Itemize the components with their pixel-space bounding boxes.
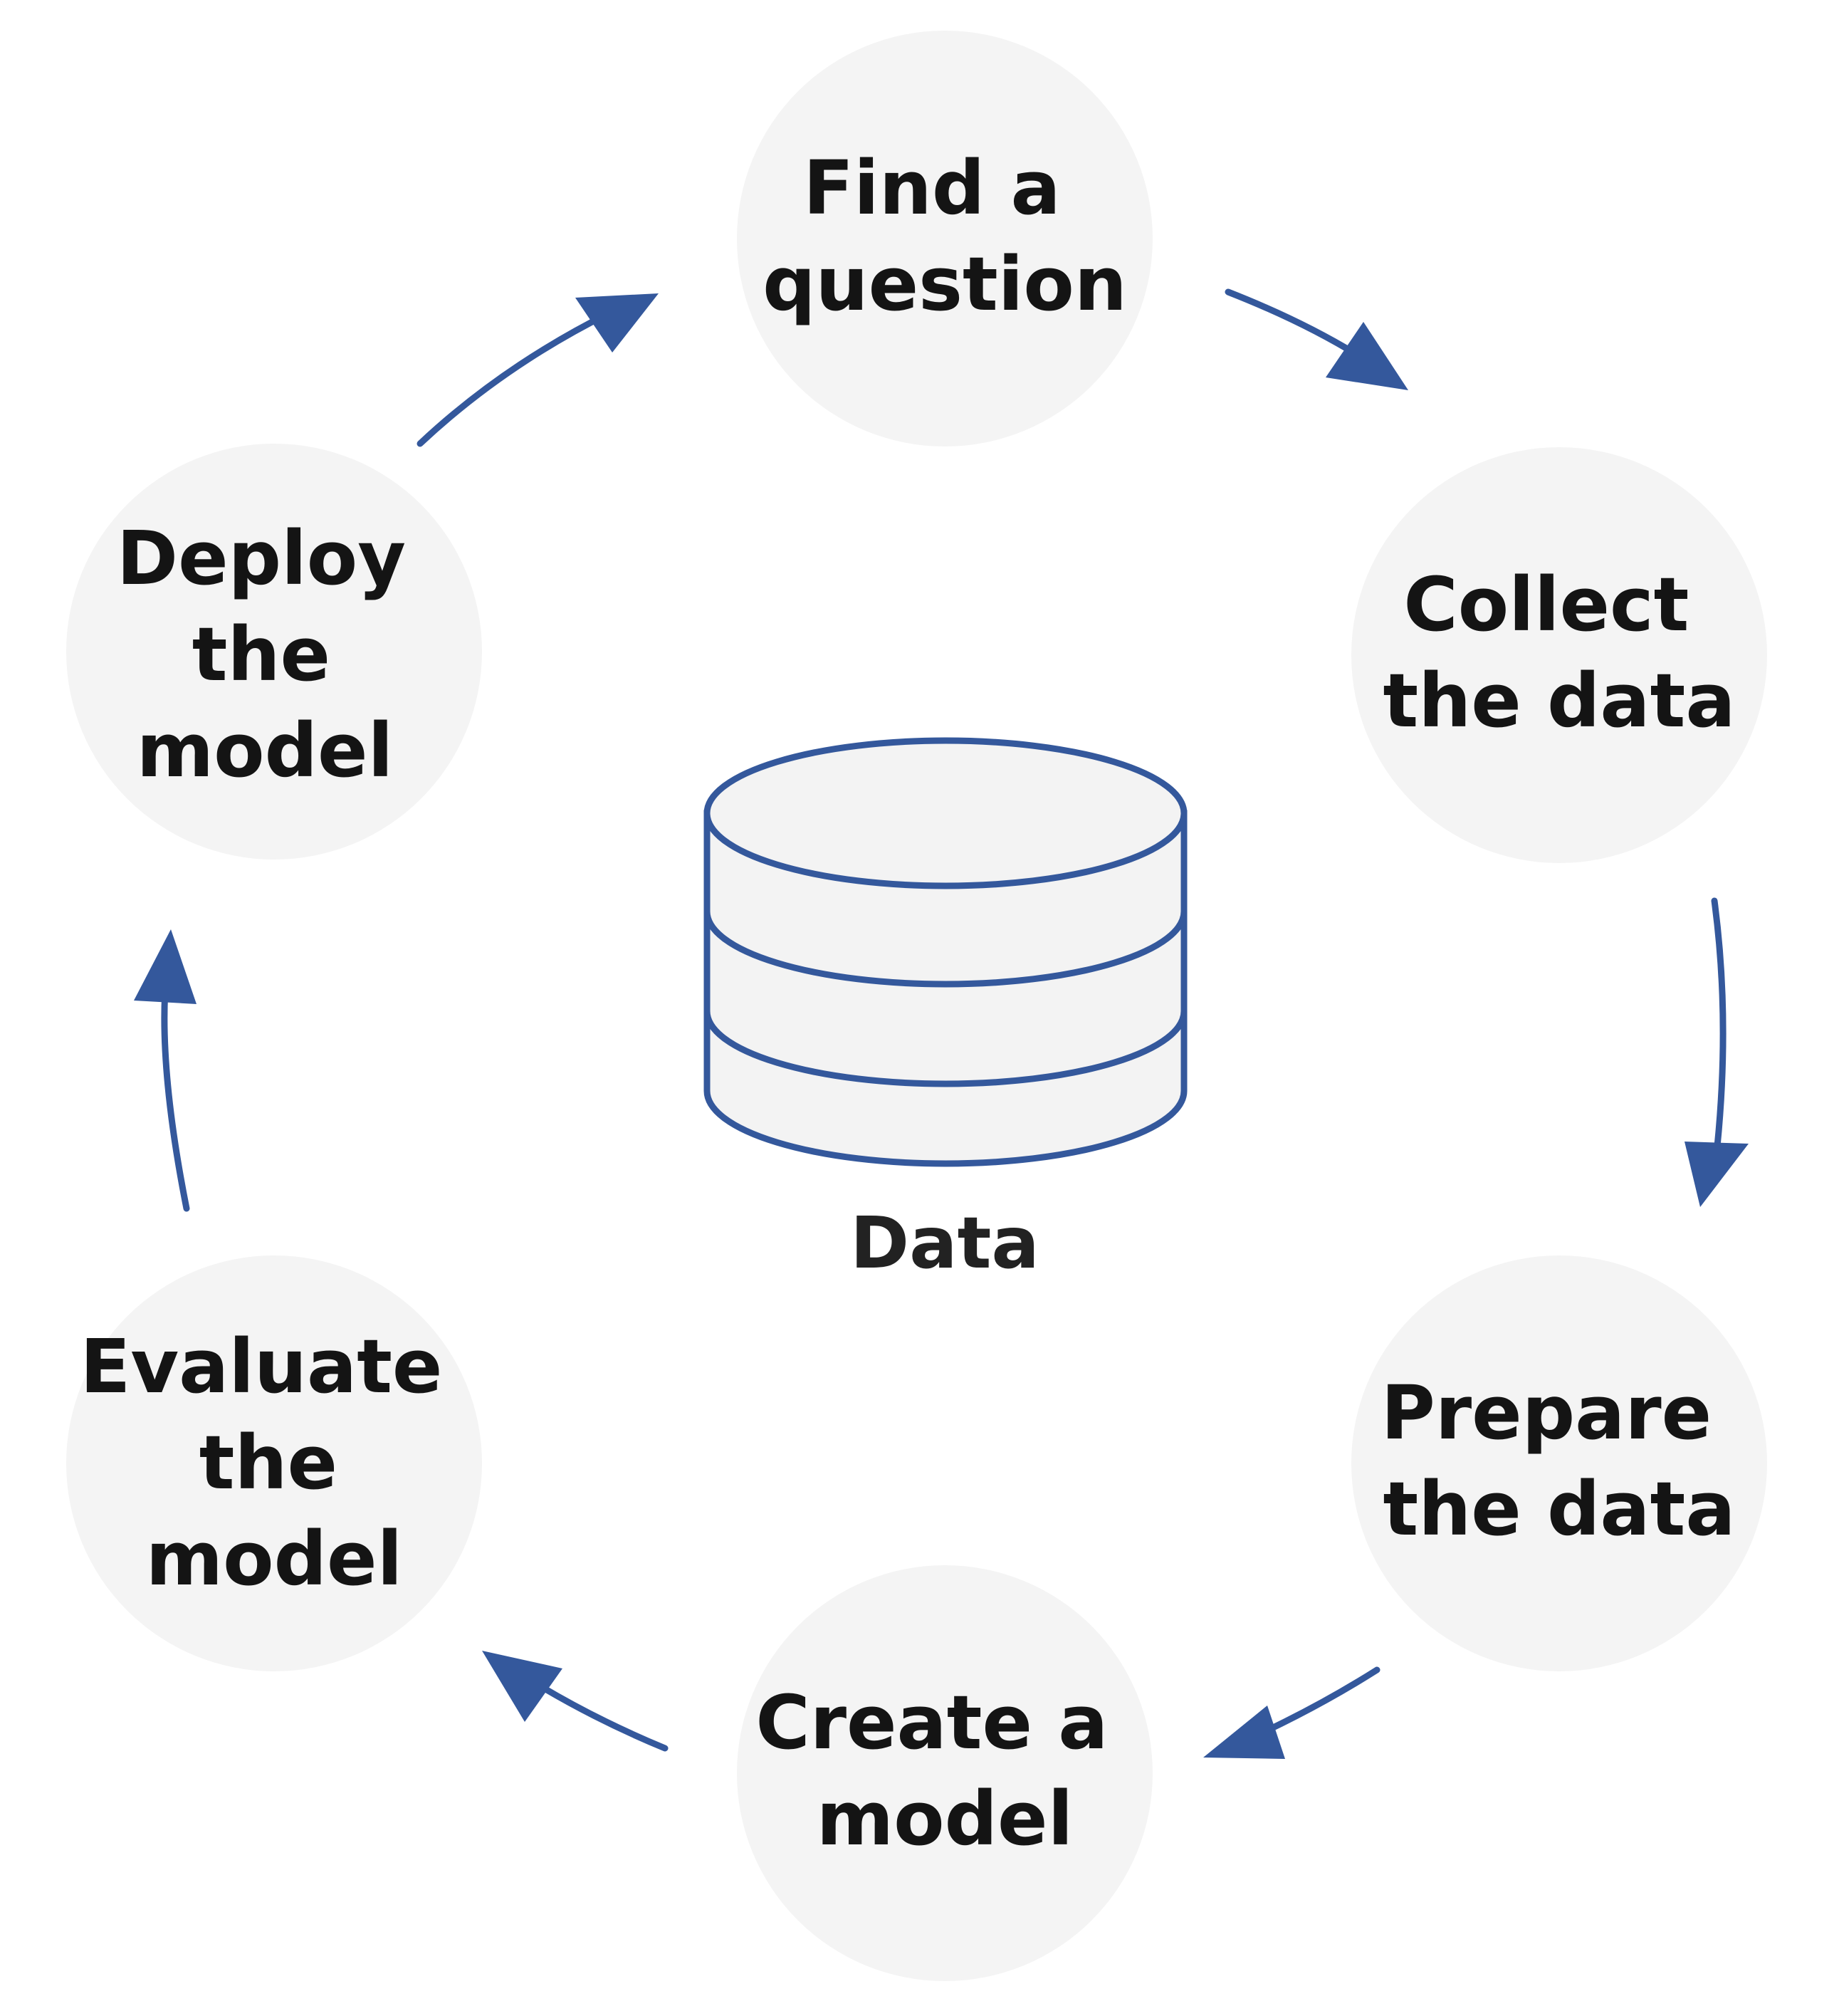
stage-circle bbox=[1351, 447, 1767, 863]
stage-circle bbox=[1351, 1255, 1767, 1671]
stage-find-question: Find a question bbox=[737, 31, 1153, 446]
database-band-1 bbox=[703, 911, 1188, 988]
arrowhead-evaluate-to-deploy bbox=[134, 929, 197, 1004]
stage-evaluate-model: Evaluate the model bbox=[66, 1255, 482, 1671]
stage-label: Evaluate the model bbox=[80, 1323, 468, 1602]
cycle-arrows bbox=[134, 288, 1749, 1759]
arrow-prepare-to-create bbox=[1253, 1666, 1380, 1739]
database-icon bbox=[703, 737, 1188, 1167]
arrowhead-create-to-evaluate bbox=[482, 1651, 562, 1722]
stage-circle bbox=[737, 31, 1153, 446]
stage-prepare-data: Prepare the data bbox=[1351, 1255, 1767, 1671]
arrowhead-deploy-to-find bbox=[575, 293, 659, 352]
stage-circle bbox=[737, 1565, 1153, 1981]
stage-deploy-model: Deploy the model bbox=[66, 444, 482, 860]
arrowhead-find-to-collect bbox=[1326, 322, 1408, 390]
database-top bbox=[703, 737, 1188, 889]
stage-circle bbox=[66, 1255, 482, 1671]
stage-label: Collect the data bbox=[1383, 561, 1735, 744]
arrow-deploy-to-find bbox=[416, 310, 612, 447]
stage-circle bbox=[66, 444, 482, 860]
stage-label: Create a model bbox=[755, 1679, 1133, 1862]
arrow-collect-to-prepare bbox=[1711, 897, 1727, 1150]
stage-label: Find a question bbox=[763, 145, 1127, 328]
stage-label: Prepare the data bbox=[1381, 1369, 1738, 1552]
stage-label: Deploy the model bbox=[117, 515, 431, 794]
arrow-evaluate-to-deploy bbox=[161, 986, 190, 1212]
arrowhead-collect-to-prepare bbox=[1685, 1142, 1749, 1207]
stage-collect-data: Collect the data bbox=[1351, 447, 1767, 863]
arrowhead-prepare-to-create bbox=[1203, 1706, 1285, 1759]
stage-create-model: Create a model bbox=[737, 1565, 1153, 1981]
center-label: Data bbox=[850, 1201, 1039, 1285]
database-band-2 bbox=[703, 1010, 1188, 1087]
